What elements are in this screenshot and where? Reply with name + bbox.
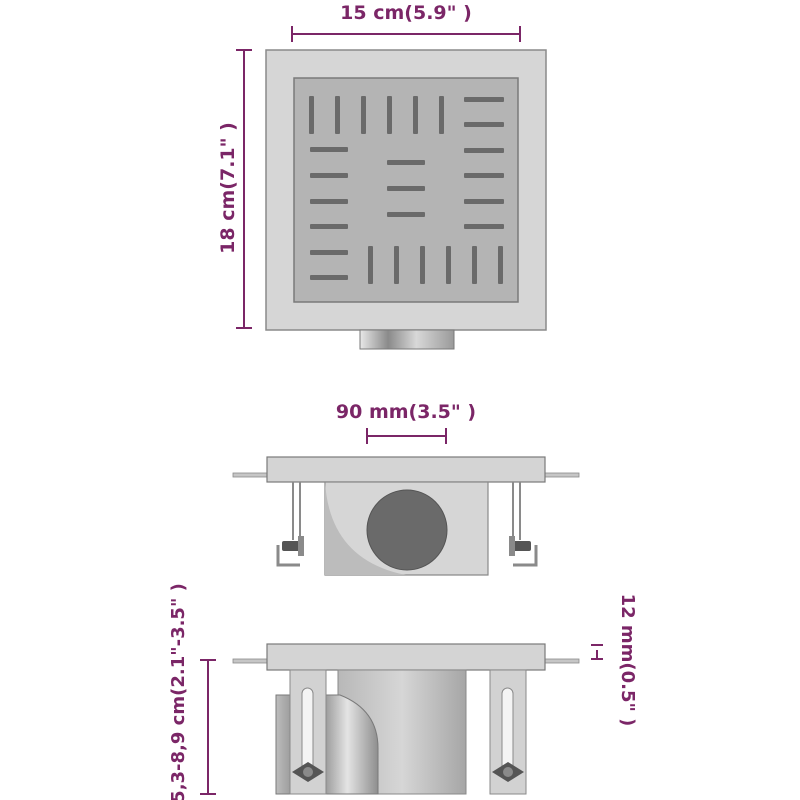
side-view: 5,3-8,9 cm(2.1"-3.5" ) 12 mm(0.5" ): [168, 583, 638, 800]
outlet-label: 90 mm(3.5" ): [336, 401, 476, 423]
right-bracket-front: [512, 482, 538, 567]
right-bracket-side: [489, 669, 527, 795]
left-wing-nut-side: [292, 762, 324, 782]
adjust-height-dimension-line: [200, 659, 216, 795]
left-wing-nut: [282, 536, 304, 556]
grate-top-front: [266, 456, 546, 483]
top-view: 15 cm(5.9" ) 18 cm(7.1" ): [217, 2, 547, 350]
width-dimension-line: [291, 26, 521, 42]
grate-slots: [309, 96, 504, 284]
drain-body-shading: [325, 482, 406, 575]
height-dimension-line: [236, 49, 252, 329]
grate-thickness-label: 12 mm(0.5" ): [617, 594, 638, 727]
left-bracket-front: [276, 482, 301, 567]
adjust-height-label: 5,3-8,9 cm(2.1"-3.5" ): [168, 583, 189, 800]
outlet-pipe-top: [359, 329, 455, 350]
right-wing-nut-side: [492, 762, 524, 782]
left-bracket-side: [289, 669, 327, 795]
height-label: 18 cm(7.1" ): [217, 122, 239, 254]
outlet-dimension-line: [366, 428, 447, 444]
right-wing-nut: [509, 536, 531, 556]
outlet-opening: [366, 489, 448, 571]
front-view: 90 mm(3.5" ): [232, 401, 580, 576]
grate-top-side: [266, 643, 546, 671]
grate-thickness-dimension-line: [591, 644, 603, 660]
width-label: 15 cm(5.9" ): [340, 2, 472, 24]
